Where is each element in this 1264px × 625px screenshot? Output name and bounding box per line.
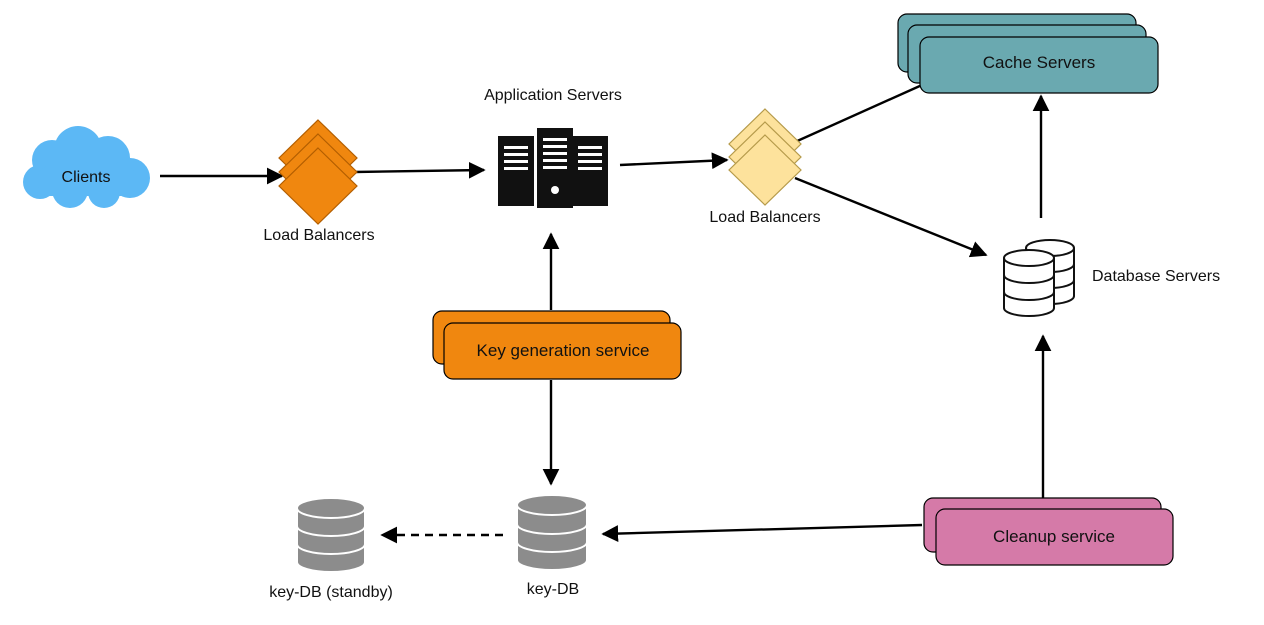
cache-servers-node: Cache Servers (897, 13, 1159, 94)
database-icon (1003, 239, 1075, 317)
cleanup-service-label: Cleanup service (993, 527, 1115, 546)
server-rack-icon (498, 128, 608, 208)
database-servers-node: Database Servers (1003, 239, 1220, 317)
database-servers-label: Database Servers (1092, 268, 1220, 285)
load-balancers-front-label: Load Balancers (263, 227, 374, 244)
key-db-label: key-DB (527, 581, 579, 598)
edge-app-servers-to-lb-back (619, 152, 729, 170)
cleanup-service-box-front (935, 508, 1174, 566)
edge-cleanup-service-to-key-db (601, 523, 923, 542)
clients-node: Clients (23, 126, 150, 208)
cache-servers-box-front (919, 36, 1159, 94)
load-balancers-back-label: Load Balancers (709, 209, 820, 226)
database-icon (516, 494, 588, 571)
load-balancers-front-node: Load Balancers (263, 119, 375, 244)
key-generation-service-label: Key generation service (477, 341, 650, 360)
edge-lb-front-to-app-servers (353, 161, 486, 179)
load-balancer-icon (728, 108, 802, 206)
load-balancers-back-node: Load Balancers (709, 108, 821, 226)
key-db-standby-node: key-DB (standby) (269, 497, 393, 601)
key-generation-service-node: Key generation service (432, 310, 682, 380)
key-generation-service-box-front (443, 322, 682, 380)
cleanup-service-node: Cleanup service (923, 497, 1174, 566)
application-servers-node: Application Servers (484, 87, 622, 208)
key-db-standby-label: key-DB (standby) (269, 584, 393, 601)
edge-lb-back-to-cache-servers (794, 83, 923, 144)
edge-lb-back-to-database-servers (794, 176, 988, 258)
load-balancer-icon (278, 119, 358, 225)
cloud-icon (23, 126, 150, 208)
edges (160, 83, 1052, 544)
clients-label: Clients (62, 169, 111, 186)
key-db-node: key-DB (516, 494, 588, 598)
application-servers-label: Application Servers (484, 87, 622, 104)
cache-servers-label: Cache Servers (983, 53, 1095, 72)
database-icon (296, 497, 366, 573)
